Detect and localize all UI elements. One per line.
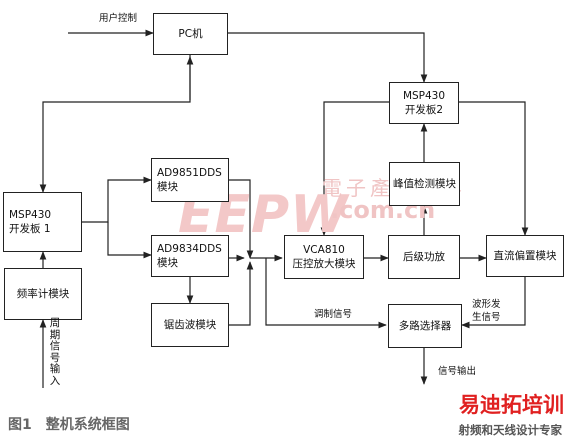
arrow-saw-to-bus (229, 261, 254, 326)
arrow-msp2-to-dc (459, 101, 529, 236)
frequency-meter-label: 频率计模块 (16, 288, 70, 300)
arrow-dc-to-mux (461, 277, 526, 329)
waveform-signal-line2: 生信号 (472, 312, 501, 323)
ad9851-label: AD9851DDS (157, 167, 222, 179)
msp430-board-1-label: MSP430 (9, 209, 52, 221)
period-signal-input-label: 周期信号输入 (49, 317, 61, 387)
brand-logo-text: 易迪拓培训 (459, 393, 564, 417)
multiplexer-label: 多路选择器 (398, 320, 452, 332)
brand-logo: 易迪拓培训 射频和天线设计专家 (414, 389, 565, 441)
ad9851-sublabel: 模块 (157, 181, 178, 193)
figure-caption: 图1 整机系统框图 (8, 417, 130, 433)
dc-offset-label: 直流偏置模块 (493, 250, 557, 262)
frequency-meter-block: 频率计模块 (4, 268, 82, 320)
sawtooth-label: 锯齿波模块 (163, 319, 217, 331)
modulation-signal-label: 调制信号 (314, 309, 353, 320)
ad9851-dds-block: AD9851DDS 模块 (151, 158, 229, 202)
msp430-board-1-sublabel: 开发板 1 (9, 223, 51, 235)
waveform-signal-line1: 波形发 (472, 299, 501, 310)
arrow-msp2-to-vca (320, 101, 389, 236)
sawtooth-wave-block: 锯齿波模块 (151, 303, 229, 347)
post-amplifier-label: 后级功放 (403, 251, 445, 263)
msp430-board-2-block: MSP430 开发板2 (389, 82, 459, 124)
post-amplifier-block: 后级功放 (388, 235, 460, 279)
vca810-block: VCA810 压控放大模块 (284, 235, 364, 279)
arrow-pc-to-msp2 (228, 32, 428, 83)
vca810-label: VCA810 (303, 244, 345, 256)
arrow-msp1-to-ad9834 (107, 222, 152, 259)
waveform-signal-label: 波形发 生信号 (472, 298, 501, 324)
msp430-board-2-sublabel: 开发板2 (404, 104, 444, 116)
ad9834-dds-block: AD9834DDS 模块 (151, 235, 229, 277)
msp430-board-1-block: MSP430 开发板 1 (3, 192, 82, 252)
multiplexer-block: 多路选择器 (388, 304, 462, 348)
msp430-board-2-label: MSP430 (402, 90, 446, 102)
arrow-msp1-to-ad9851 (82, 176, 152, 223)
pc-label: PC机 (178, 28, 203, 40)
ad9834-sublabel: 模块 (157, 257, 178, 269)
brand-tagline: 射频和天线设计专家 (458, 423, 563, 437)
ad9834-label: AD9834DDS (157, 243, 222, 255)
vca810-sublabel: 压控放大模块 (292, 258, 356, 270)
user-control-label: 用户控制 (99, 13, 138, 24)
pc-block: PC机 (153, 13, 228, 55)
peak-detection-block: 峰值检测模块 (389, 162, 460, 206)
arrow-ad9851-to-bus (229, 179, 254, 259)
signal-output-label: 信号输出 (438, 366, 477, 377)
arrow-bus-to-mux (265, 258, 387, 329)
peak-detection-label: 峰值检测模块 (393, 178, 456, 190)
dc-offset-block: 直流偏置模块 (486, 235, 564, 277)
